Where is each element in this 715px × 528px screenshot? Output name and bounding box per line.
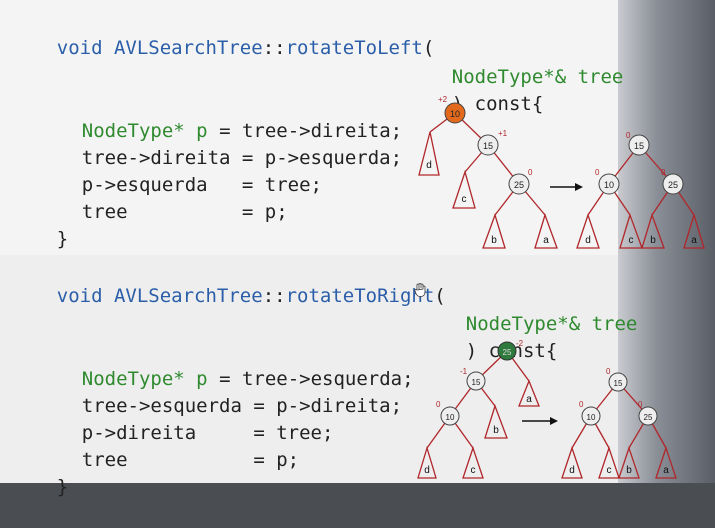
- rotate-right-line-1: NodeType* p = tree->esquerda;: [81, 368, 414, 390]
- subtree-label: b: [650, 235, 656, 246]
- node-right-after-left: 10 0: [579, 400, 601, 426]
- svg-text:15: 15: [483, 141, 493, 151]
- node-right-after-root: 15 0: [606, 367, 628, 392]
- rotate-right-diagram: 25 -2 15 -1 10 0 a b c d 15 0 10 0 25: [417, 339, 677, 479]
- rotate-left-line-2: tree->direita = p->esquerda;: [81, 147, 403, 169]
- svg-text:0: 0: [606, 367, 611, 376]
- svg-text:25: 25: [644, 413, 653, 422]
- subtree-label: c: [471, 465, 476, 476]
- node-left-before-mid: 15 +1: [477, 129, 508, 156]
- subtree-label: d: [424, 465, 430, 476]
- rotate-right-line-2: tree->esquerda = p->direita;: [81, 395, 403, 417]
- rotate-left-line-1: NodeType* p = tree->direita;: [81, 120, 403, 142]
- window-edge: [618, 0, 715, 483]
- svg-text:25: 25: [514, 180, 524, 190]
- rotate-right-end: }: [56, 476, 69, 498]
- rotate-left-param: NodeType*& tree: [451, 66, 624, 88]
- subtree-label: a: [526, 394, 532, 405]
- svg-text:15: 15: [634, 141, 644, 151]
- rotate-right-signature: void AVLSearchTree::rotateToRight(: [56, 285, 446, 307]
- subtree-label: a: [663, 465, 669, 476]
- node-right-before-low: 10 0: [436, 400, 460, 426]
- subtree-label: a: [543, 235, 549, 246]
- subtree-label: d: [585, 235, 591, 246]
- subtree-label: d: [426, 160, 432, 171]
- subtree-label: b: [491, 235, 497, 246]
- node-left-before-low: 25 0: [508, 168, 533, 195]
- code-title: void AVLSearchTree::rotateToLeft(: [56, 37, 435, 59]
- svg-text:-2: -2: [516, 339, 524, 348]
- subtree-label: d: [569, 465, 575, 476]
- node-left-after-root: 15 0: [626, 131, 650, 156]
- subtree-label: c: [607, 465, 612, 476]
- rotate-left-signature: void AVLSearchTree::rotateToLeft(: [11, 8, 435, 89]
- svg-text:10: 10: [587, 413, 596, 422]
- svg-text:0: 0: [638, 400, 643, 409]
- svg-text:10: 10: [450, 109, 460, 119]
- svg-text:10: 10: [604, 180, 614, 190]
- rotate-left-diagram: 10 +2 15 +1 25 0 d c b a 15 0 10 0: [418, 95, 705, 249]
- svg-text:0: 0: [661, 168, 666, 177]
- rotate-left-line-4: tree = p;: [81, 201, 288, 223]
- subtree-label: c: [462, 194, 467, 205]
- svg-text:0: 0: [626, 131, 631, 140]
- svg-text:15: 15: [472, 378, 481, 387]
- arrow-head-icon: [575, 183, 583, 191]
- svg-text:0: 0: [579, 400, 584, 409]
- subtree-label: b: [493, 425, 499, 436]
- node-right-after-right: 25 0: [638, 400, 658, 426]
- slide-lower-panel: [0, 255, 618, 483]
- rotate-right-param: NodeType*& tree: [465, 313, 638, 335]
- arrow-head-icon: [550, 417, 558, 425]
- rotate-left-end: }: [56, 228, 69, 250]
- svg-text:0: 0: [595, 168, 600, 177]
- node-right-before-mid: 15 -1: [460, 367, 486, 391]
- node-left-after-right: 25 0: [661, 168, 684, 195]
- hand-cursor-icon: [414, 283, 426, 297]
- subtree-label: c: [629, 235, 634, 246]
- svg-text:25: 25: [668, 180, 678, 190]
- slide: void AVLSearchTree::rotateToLeft( NodeTy…: [0, 0, 715, 498]
- svg-text:15: 15: [614, 379, 623, 388]
- subtree-label: a: [691, 235, 697, 246]
- subtree-label: b: [626, 465, 632, 476]
- node-left-after-left: 10 0: [595, 168, 620, 195]
- svg-text:0: 0: [436, 400, 441, 409]
- svg-text:10: 10: [446, 413, 455, 422]
- svg-text:+1: +1: [498, 129, 508, 138]
- rotate-right-line-4: tree = p;: [81, 449, 300, 471]
- svg-text:25: 25: [503, 348, 512, 357]
- rotate-left-line-3: p->esquerda = tree;: [81, 174, 322, 196]
- node-right-before-root: 25 -2: [497, 339, 524, 361]
- svg-text:+2: +2: [438, 95, 448, 104]
- slide-upper-panel: [0, 0, 618, 255]
- node-left-before-root: 10 +2: [438, 95, 466, 124]
- svg-text:-1: -1: [460, 367, 468, 376]
- rotate-right-line-3: p->direita = tree;: [81, 422, 334, 444]
- svg-text:0: 0: [528, 168, 533, 177]
